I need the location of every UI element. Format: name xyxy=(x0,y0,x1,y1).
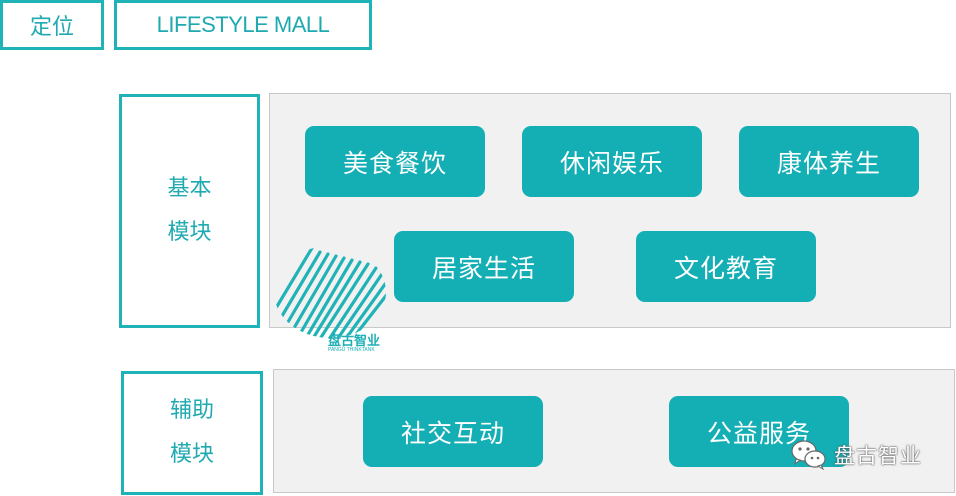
positioning-value: LIFESTYLE MALL xyxy=(156,12,330,37)
module-item-culture-education: 文化教育 xyxy=(636,231,816,302)
aux-module-label: 辅助 模块 xyxy=(121,371,263,495)
logo-name-en: PANGU THINKTANK xyxy=(328,347,375,353)
aux-module-label-line2: 模块 xyxy=(169,442,214,467)
wechat-watermark: 盘古智业 xyxy=(790,438,922,472)
module-item-home-living: 居家生活 xyxy=(394,231,574,302)
module-item-leisure: 休闲娱乐 xyxy=(522,126,702,197)
basic-module-label-line1: 基本 xyxy=(167,176,212,201)
pangu-logo-mark xyxy=(274,248,386,338)
wechat-icon xyxy=(790,438,828,472)
module-item-social: 社交互动 xyxy=(363,396,543,467)
positioning-label: 定位 xyxy=(29,15,74,40)
module-item-dining: 美食餐饮 xyxy=(305,126,485,197)
basic-module-label: 基本 模块 xyxy=(119,94,260,328)
logo-name-cn: 盘古智业 xyxy=(328,334,381,349)
aux-module-label-line1: 辅助 xyxy=(169,398,214,423)
pangu-logo: 盘古智业 PANGU THINKTANK xyxy=(272,248,396,358)
basic-module-label-line2: 模块 xyxy=(167,220,212,245)
positioning-value-tag: LIFESTYLE MALL xyxy=(114,0,372,50)
module-item-wellness: 康体养生 xyxy=(739,126,919,197)
positioning-tag: 定位 xyxy=(0,0,104,50)
watermark-text: 盘古智业 xyxy=(834,444,922,468)
